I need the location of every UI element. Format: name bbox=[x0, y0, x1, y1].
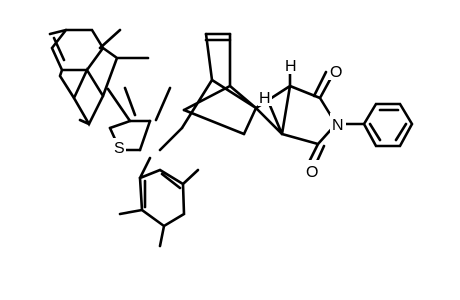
hydrogen-atom-right: H bbox=[284, 56, 298, 75]
lower-mesityl-group bbox=[118, 156, 200, 248]
hydrogen-atom-left: H bbox=[258, 88, 272, 107]
hydrogen-label-right: H bbox=[285, 58, 297, 75]
oxygen-atom-bottom: O bbox=[304, 160, 320, 181]
phenyl-group bbox=[344, 102, 414, 148]
hydrogen-label-left: H bbox=[259, 90, 271, 107]
nitrogen-atom: N bbox=[330, 113, 346, 134]
sulfur-atom: S bbox=[112, 138, 126, 157]
bicyclic-core bbox=[180, 32, 258, 136]
imide-ring bbox=[254, 70, 338, 170]
nitrogen-label: N bbox=[332, 117, 344, 134]
oxygen-label-bottom: O bbox=[306, 164, 318, 181]
oxygen-label-top: O bbox=[330, 64, 342, 81]
oxygen-atom-top: O bbox=[328, 60, 344, 81]
sulfur-label: S bbox=[114, 140, 125, 157]
upper-mesityl-group bbox=[48, 28, 150, 127]
